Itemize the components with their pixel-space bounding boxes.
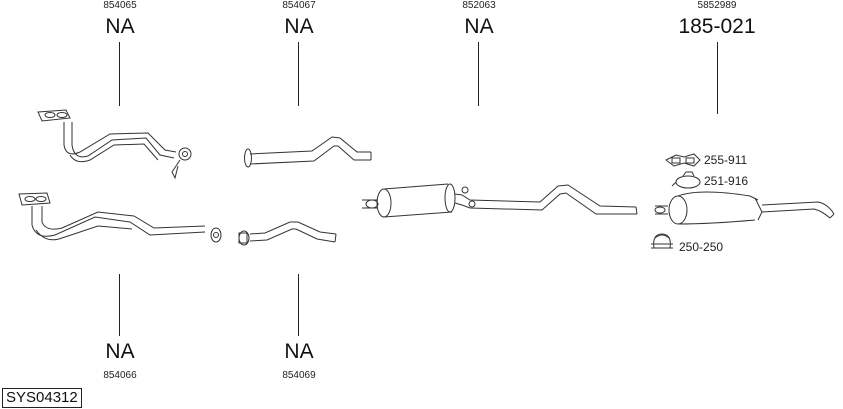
part-ref-854065: 854065 [103,0,137,11]
rubber-mount-icon[interactable] [665,153,701,167]
system-id-label: SYS04312 [2,388,82,408]
part-code-col2-bottom[interactable]: NA [284,340,314,363]
leader-line [717,42,718,114]
rear-silencer-185-021-icon[interactable] [654,191,835,225]
part-code-col1-bottom[interactable]: NA [105,340,135,363]
part-code-col1-top[interactable]: NA [105,15,135,38]
accessory-label-250-250[interactable]: 250-250 [679,240,724,254]
leader-line [119,274,120,336]
accessory-label-255-911[interactable]: 255-911 [704,153,748,167]
front-pipe-854065-icon[interactable] [37,109,192,180]
intermediate-pipe-854069-icon[interactable] [238,221,337,246]
intermediate-pipe-854067-icon[interactable] [244,136,372,168]
leader-line [298,274,299,336]
leader-line [119,42,120,106]
center-silencer-852063-icon[interactable] [362,183,638,218]
leader-line [298,42,299,106]
part-code-col4-top[interactable]: 185-021 [678,15,756,38]
part-code-col2-top[interactable]: NA [284,15,314,38]
u-bolt-clamp-icon[interactable] [651,233,673,249]
accessory-label-251-916[interactable]: 251-916 [704,174,749,188]
front-pipe-854066-icon[interactable] [18,192,222,243]
part-ref-5852989: 5852989 [697,0,737,11]
leader-line [478,42,479,106]
clamp-icon[interactable] [671,171,701,189]
part-ref-852063: 852063 [462,0,496,11]
part-ref-854067: 854067 [282,0,316,11]
part-ref-854069: 854069 [282,370,316,381]
part-ref-854066: 854066 [103,370,137,381]
part-code-col3-top[interactable]: NA [464,15,494,38]
